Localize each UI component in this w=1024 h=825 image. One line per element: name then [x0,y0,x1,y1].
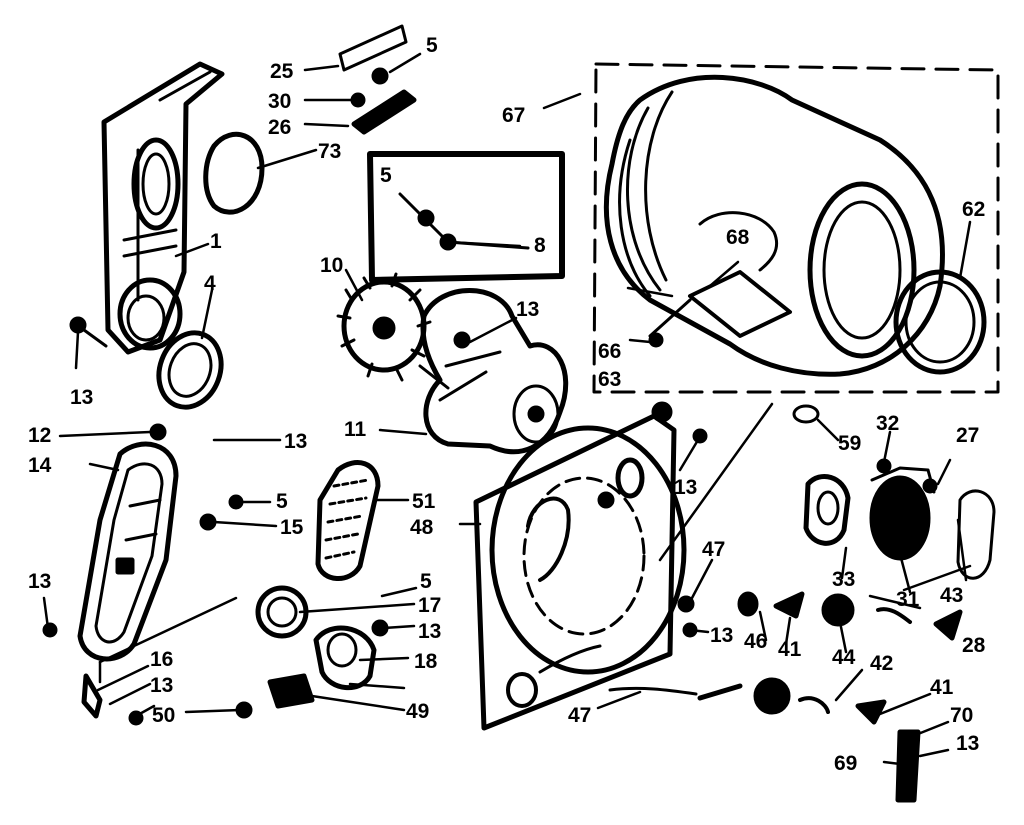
label-28: 28 [962,634,986,657]
label-26: 26 [268,116,291,139]
label-5-top: 5 [426,34,438,57]
label-15: 15 [280,516,304,539]
label-48: 48 [410,516,434,539]
label-41-a: 41 [778,638,802,661]
door-seal [203,131,265,215]
label-4: 4 [204,272,216,295]
label-5-box: 5 [380,164,392,187]
label-44: 44 [832,646,856,669]
label-16: 16 [150,648,173,671]
label-25: 25 [270,60,294,83]
blower-housing [418,288,569,455]
label-8: 8 [534,234,546,257]
label-47-bottom: 47 [568,704,591,727]
label-11: 11 [344,418,367,441]
blower-wheel [336,272,432,382]
label-1: 1 [210,230,222,253]
label-49: 49 [406,700,429,723]
label-13-b: 13 [516,298,539,321]
drum-seal-ring [893,269,987,375]
label-10: 10 [320,254,343,277]
label-31: 31 [896,588,920,611]
label-59: 59 [838,432,861,455]
label-13-g: 13 [150,674,173,697]
pulley-parts [608,591,963,803]
label-66: 66 [598,340,621,363]
idler-assembly [77,423,244,662]
label-73: 73 [318,140,341,163]
label-32: 32 [876,412,899,435]
label-46: 46 [744,630,767,653]
label-13-d: 13 [674,476,697,499]
top-hardware [338,24,417,135]
label-43: 43 [940,584,963,607]
label-13-i: 13 [956,732,979,755]
label-69: 69 [834,752,857,775]
label-12: 12 [28,424,51,447]
label-30: 30 [268,90,291,113]
label-51: 51 [412,490,436,513]
label-41-b: 41 [930,676,954,699]
label-47-top: 47 [702,538,725,561]
leader-lines [42,52,972,766]
label-5-mid: 5 [276,490,288,513]
label-33: 33 [832,568,855,591]
lint-screen [315,460,381,581]
label-13-e: 13 [28,570,51,593]
label-27: 27 [956,424,979,447]
label-67: 67 [502,104,525,127]
label-70: 70 [950,704,973,727]
label-68: 68 [726,226,750,249]
part-labels: 25 30 26 5 73 1 4 13 5 8 10 13 11 67 68 … [28,34,986,775]
small-o-ring [792,404,820,424]
label-17: 17 [418,594,441,617]
screw [69,316,87,334]
label-13-f: 13 [418,620,441,643]
label-42: 42 [870,652,893,675]
label-63: 63 [598,368,621,391]
label-50: 50 [152,704,175,727]
drum-assembly [592,62,1000,394]
label-13-a: 13 [70,386,93,409]
front-panel [101,61,225,355]
label-62: 62 [962,198,985,221]
label-18: 18 [414,650,438,673]
label-13-c: 13 [284,430,307,453]
heater-parts [803,458,996,580]
label-13-h: 13 [710,624,733,647]
motor-parts [255,585,389,709]
label-5-low: 5 [420,570,432,593]
control-panel-box [367,151,565,283]
label-14: 14 [28,454,52,477]
